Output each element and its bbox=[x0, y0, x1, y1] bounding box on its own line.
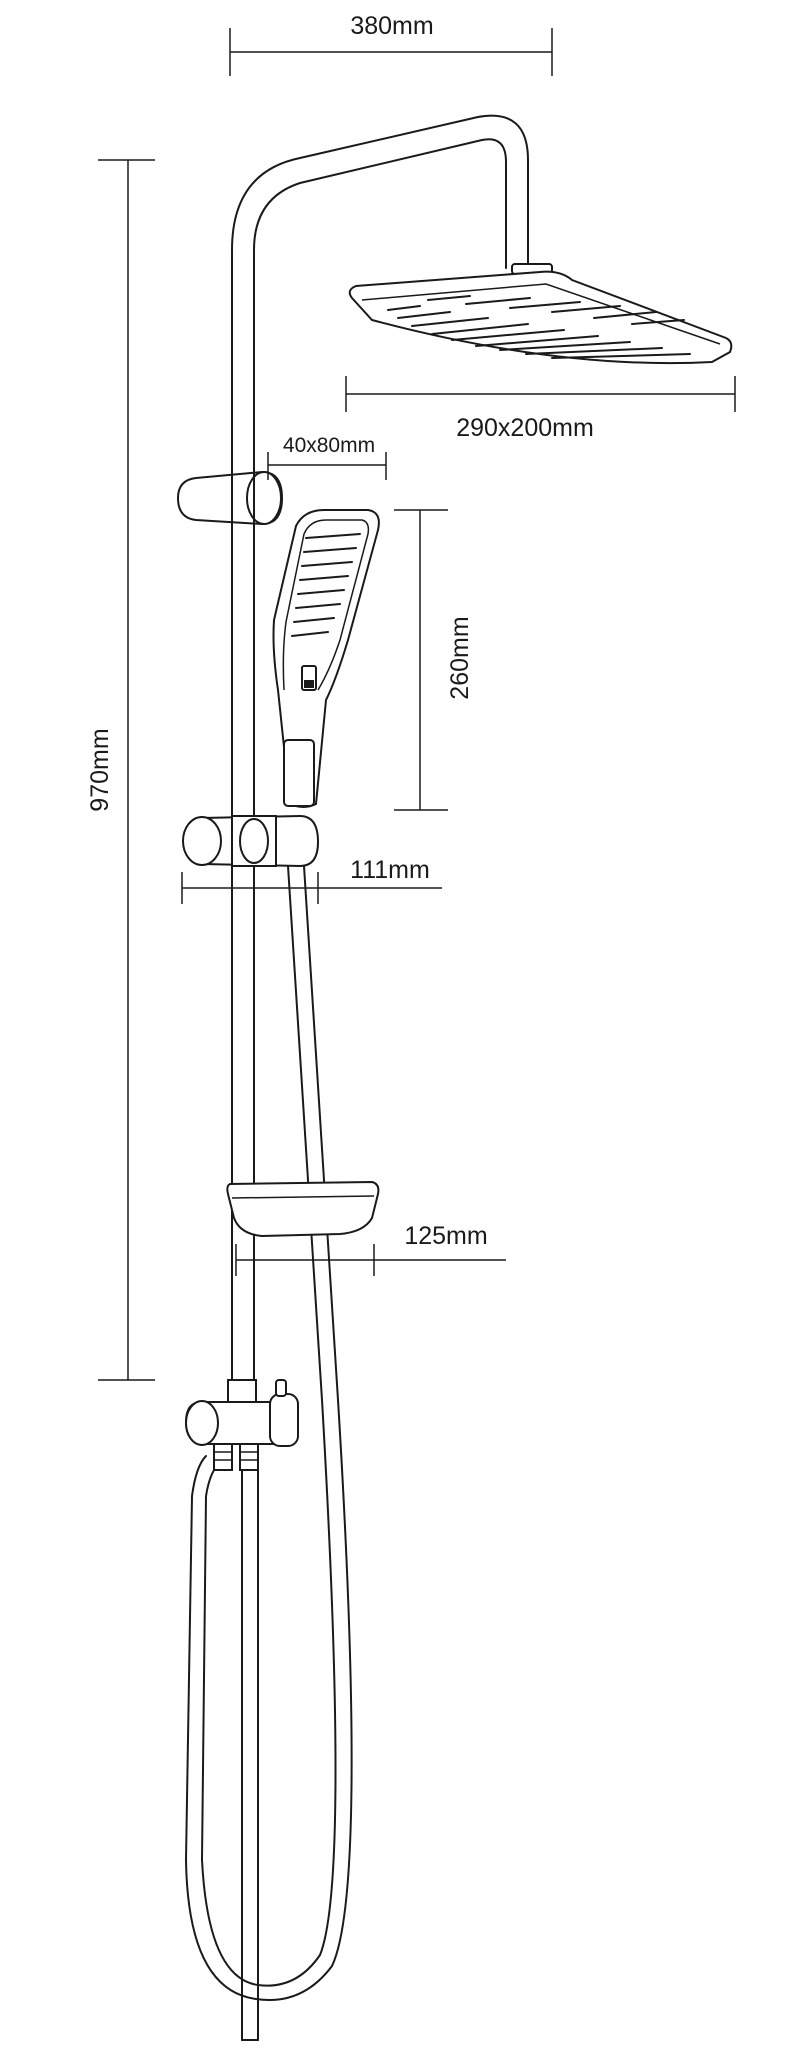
dim-head-arm-width: 380mm bbox=[229, 12, 553, 76]
shower-hose bbox=[185, 865, 353, 2001]
diverter-valve bbox=[184, 1379, 299, 1471]
hose-nut-left bbox=[213, 1443, 233, 1471]
dim-label-111: 111mm bbox=[350, 856, 430, 884]
hose-nut-right bbox=[239, 1443, 259, 1471]
upper-wall-bracket bbox=[176, 470, 284, 526]
dim-soap-dish-depth: 125mm bbox=[235, 1222, 506, 1276]
sliding-holder bbox=[182, 814, 320, 868]
dim-label-290x200: 290x200mm bbox=[456, 414, 594, 442]
inlet-pipe bbox=[241, 1469, 259, 2041]
dim-label-380: 380mm bbox=[350, 12, 433, 40]
hand-shower bbox=[272, 509, 380, 808]
dim-head-size: 290x200mm bbox=[345, 376, 736, 442]
dim-total-height: 970mm bbox=[86, 159, 155, 1381]
dim-label-260: 260mm bbox=[446, 616, 474, 699]
diverter-collar bbox=[227, 1379, 257, 1403]
overhead-shower-head bbox=[348, 270, 733, 365]
dim-hand-shower-length: 260mm bbox=[394, 509, 474, 811]
riser-pipe bbox=[231, 114, 553, 1401]
shower-head-nozzle-slots bbox=[387, 295, 691, 359]
diverter-knob bbox=[269, 1393, 299, 1447]
dim-label-970: 970mm bbox=[86, 728, 114, 811]
dim-label-40x80: 40x80mm bbox=[283, 434, 375, 457]
dim-bracket-size: 40x80mm bbox=[267, 434, 387, 480]
dim-slider-depth: 111mm bbox=[181, 856, 442, 904]
hand-shower-cone bbox=[283, 739, 315, 807]
soap-dish bbox=[226, 1180, 380, 1238]
hand-shower-nozzle-slots bbox=[291, 533, 361, 637]
diverter-pin bbox=[275, 1379, 287, 1397]
dim-label-125: 125mm bbox=[404, 1222, 487, 1250]
